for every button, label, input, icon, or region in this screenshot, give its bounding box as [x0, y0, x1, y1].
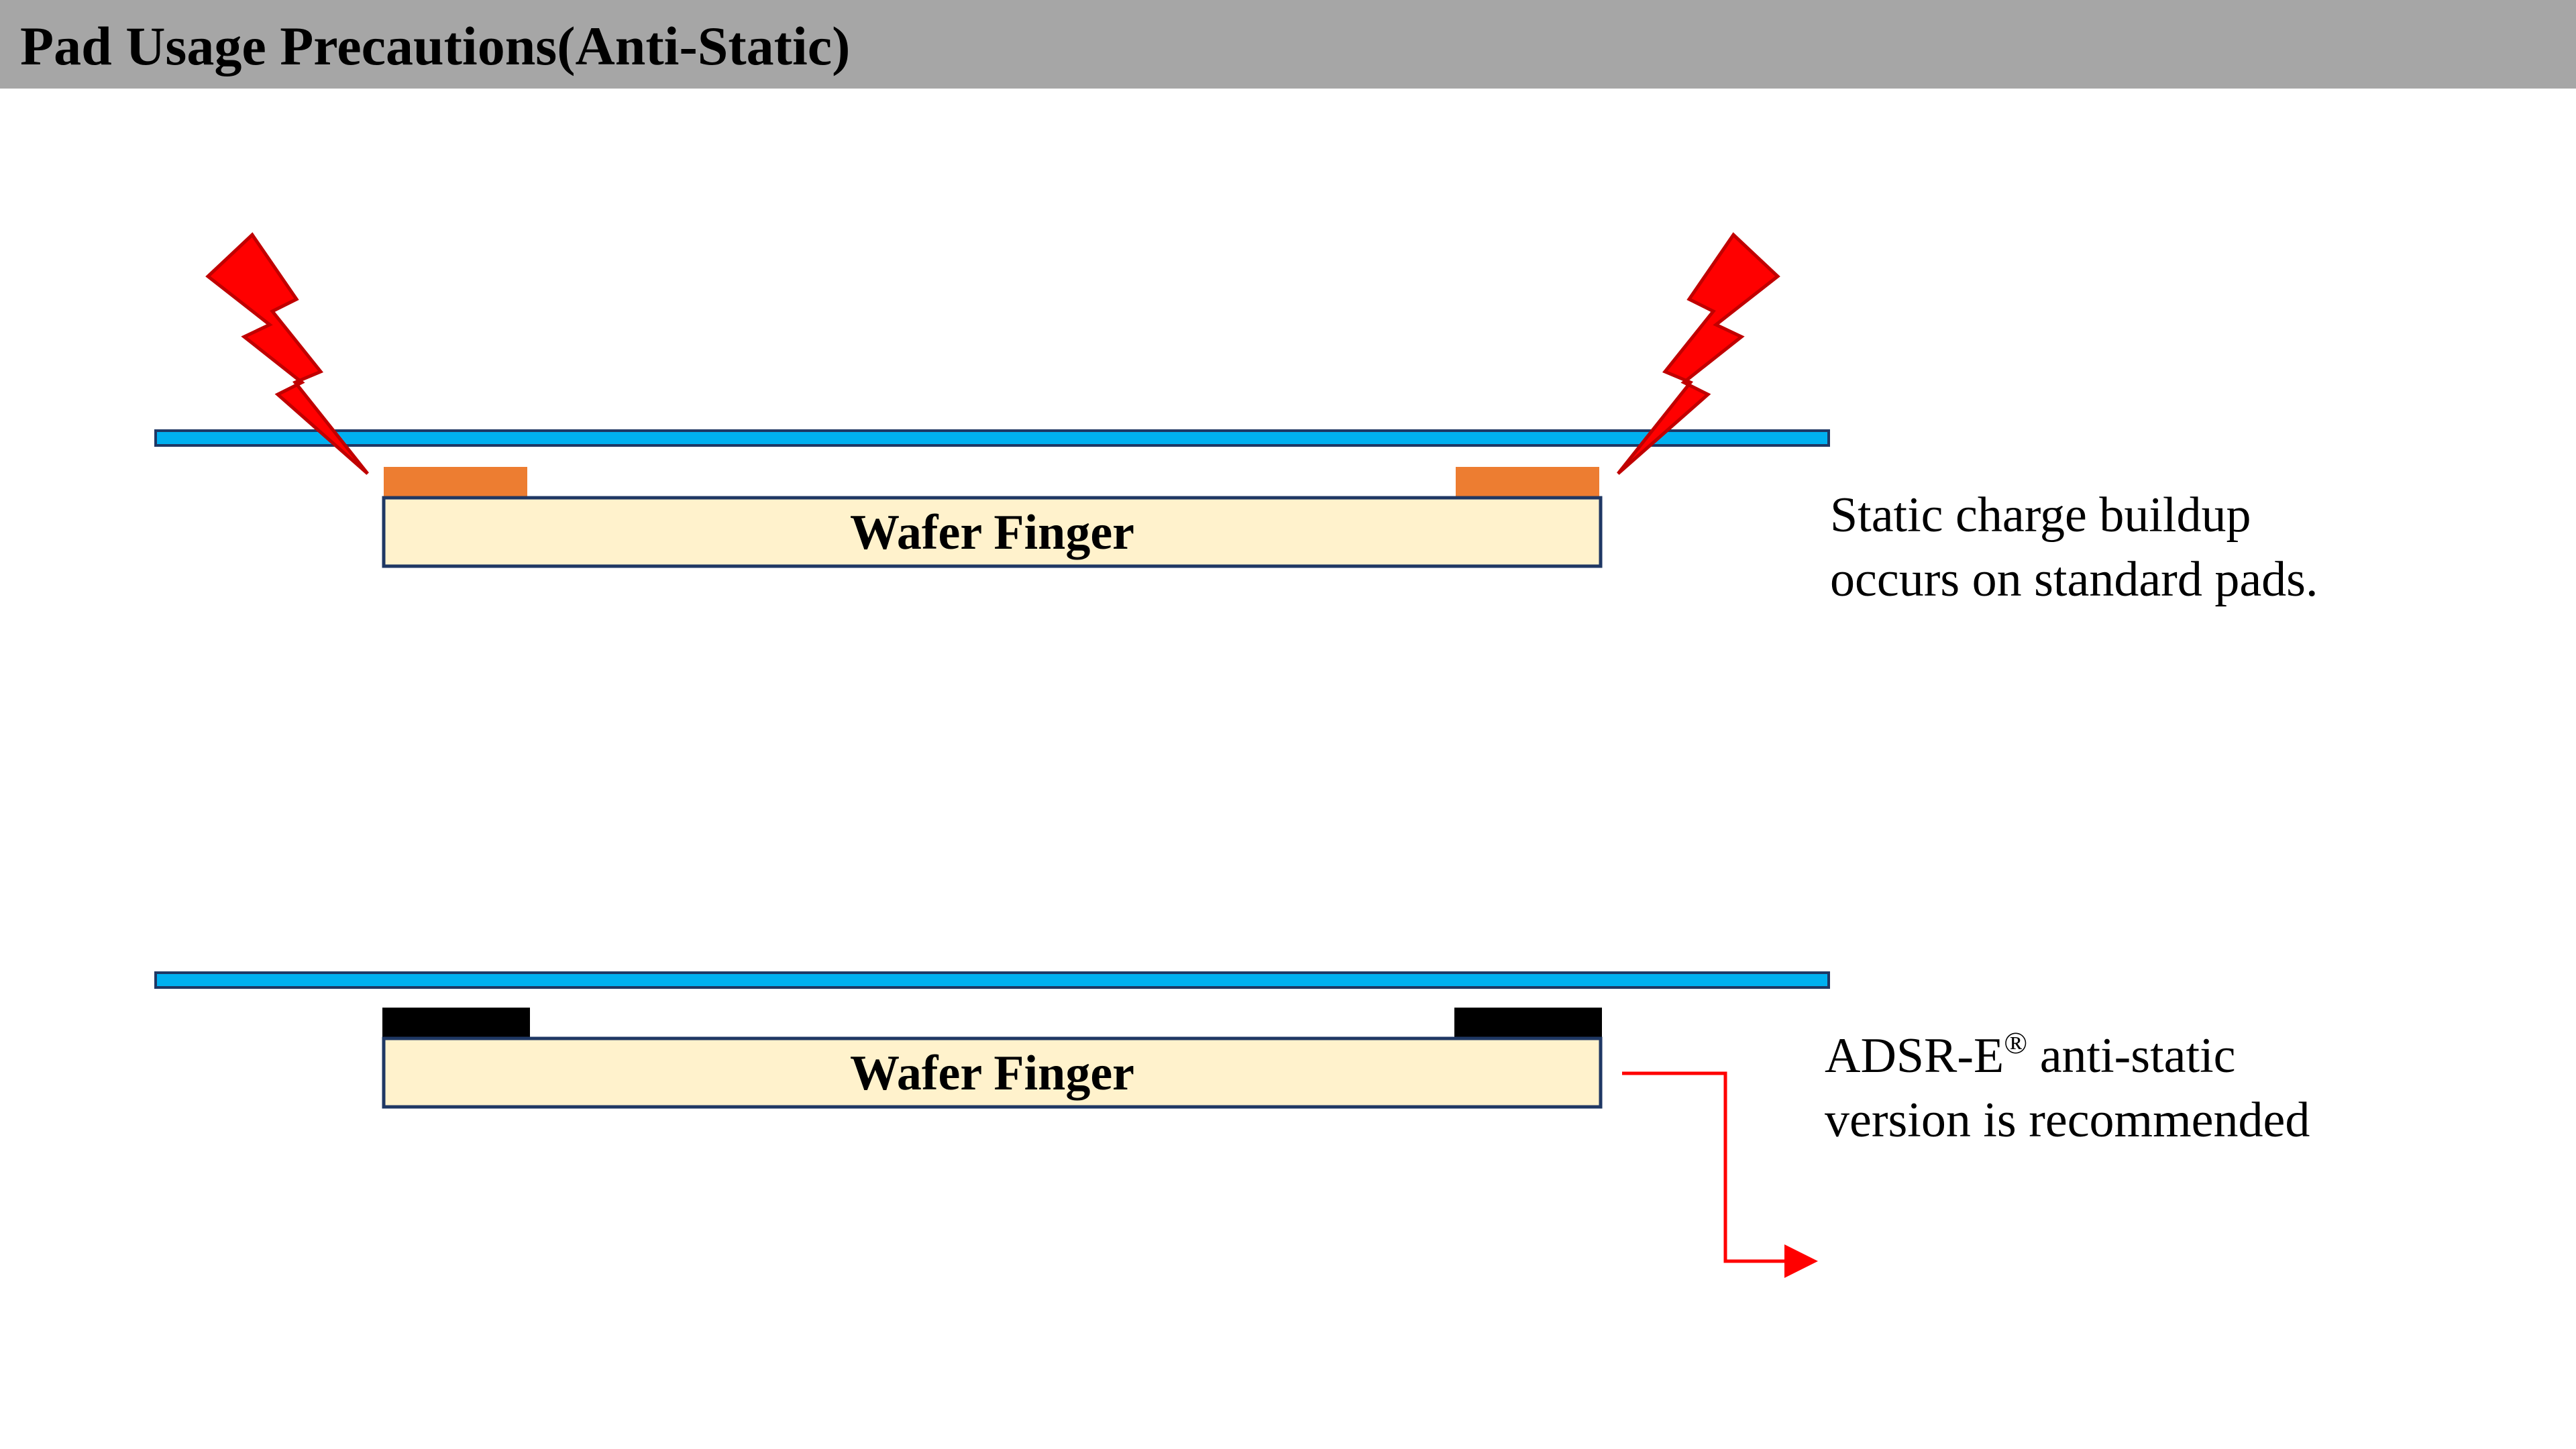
title-bar: Pad Usage Precautions(Anti-Static)	[0, 0, 2576, 89]
wafer-finger-label-top: Wafer Finger	[850, 505, 1134, 560]
top-diagram: Wafer Finger	[154, 232, 1830, 568]
anti-static-recommendation-note: ADSR-E® anti-static version is recommend…	[1825, 1024, 2310, 1152]
lightning-bolt-icon	[1617, 232, 1780, 475]
note-line: ADSR-E® anti-static	[1825, 1024, 2310, 1088]
registered-mark: ®	[2004, 1026, 2028, 1060]
lightning-bolt-icon	[205, 232, 369, 475]
page-title: Pad Usage Precautions(Anti-Static)	[20, 15, 851, 76]
brand-name: ADSR-E	[1825, 1028, 2004, 1083]
anti-static-pad-right	[1454, 1008, 1602, 1038]
bottom-diagram: Wafer Finger	[154, 971, 1830, 1278]
standard-pad-left	[384, 467, 527, 496]
glass-substrate-top	[154, 429, 1830, 447]
note-line: version is recommended	[1825, 1093, 2310, 1148]
note-line: occurs on standard pads.	[1830, 552, 2318, 607]
wafer-finger-bottom	[382, 1036, 1603, 1109]
wafer-finger-top	[382, 496, 1603, 568]
elbow-arrow-icon	[1622, 1071, 1818, 1278]
anti-static-pad-left	[382, 1008, 530, 1038]
static-buildup-note: Static charge buildup occurs on standard…	[1830, 483, 2318, 612]
note-text: anti-static	[2027, 1028, 2236, 1083]
wafer-finger-label-bottom: Wafer Finger	[850, 1046, 1134, 1101]
glass-substrate-bottom	[154, 971, 1830, 989]
note-line: Static charge buildup	[1830, 488, 2251, 543]
standard-pad-right	[1456, 467, 1599, 496]
